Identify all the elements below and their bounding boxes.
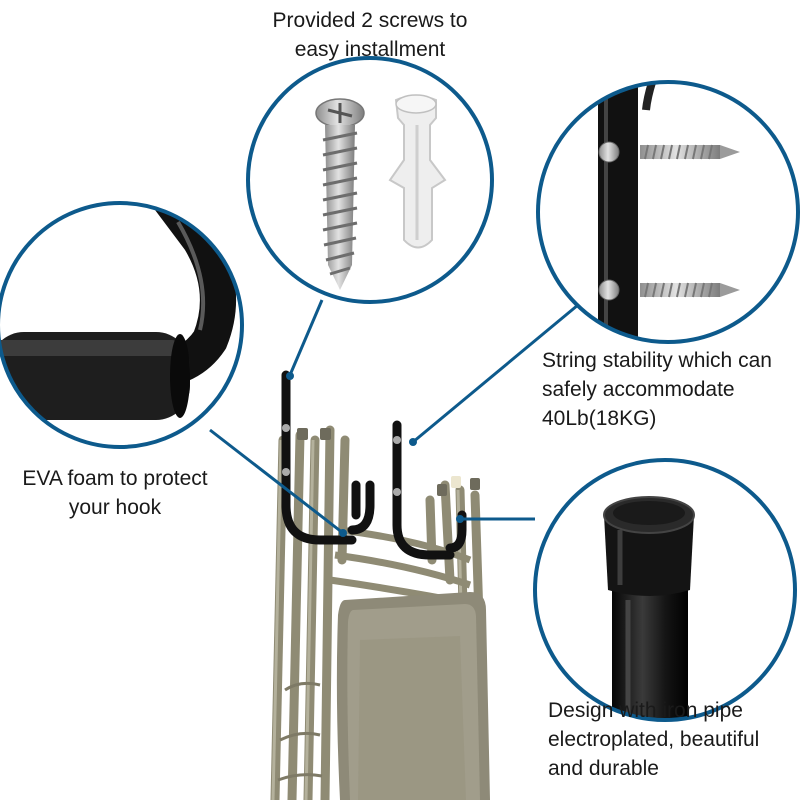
foam-callout-label: EVA foam to protect your hook [0,464,230,522]
stability-callout-label: String stability which can safely accomm… [542,346,800,433]
foam-callout-line1: EVA foam to protect [22,467,208,490]
foam-hook-icon [0,203,236,420]
pipe-callout-line1: Design with iron pipe [548,699,743,722]
screws-detail-circle [246,56,494,304]
stability-callout-line2: safely accommodate [542,378,735,401]
screws-callout-label: Provided 2 screws to easy installment [225,6,515,64]
wall-screws-icon [598,82,740,342]
pipe-callout-line3: and durable [548,757,659,780]
pipe-cap-icon [603,496,695,720]
wall-hook-right [351,420,467,560]
foam-detail-circle [0,201,244,449]
pipe-callout-line2: electroplated, beautiful [548,728,760,751]
pipe-detail-circle [533,458,797,722]
folding-chair-stack [270,425,490,800]
callout-connector-lines [209,298,585,535]
stability-callout-line1: String stability which can [542,349,772,372]
screws-callout-line2: easy installment [294,38,446,61]
pipe-callout-label: Design with iron pipe electroplated, bea… [548,696,800,783]
screws-callout-line1: Provided 2 screws to [272,9,468,32]
stability-callout-line3: 40Lb(18KG) [542,407,657,430]
stability-detail-circle [536,80,800,344]
wall-hook-left [281,370,375,545]
screw-and-anchor-icon [315,94,447,290]
foam-callout-line2: your hook [68,496,162,519]
